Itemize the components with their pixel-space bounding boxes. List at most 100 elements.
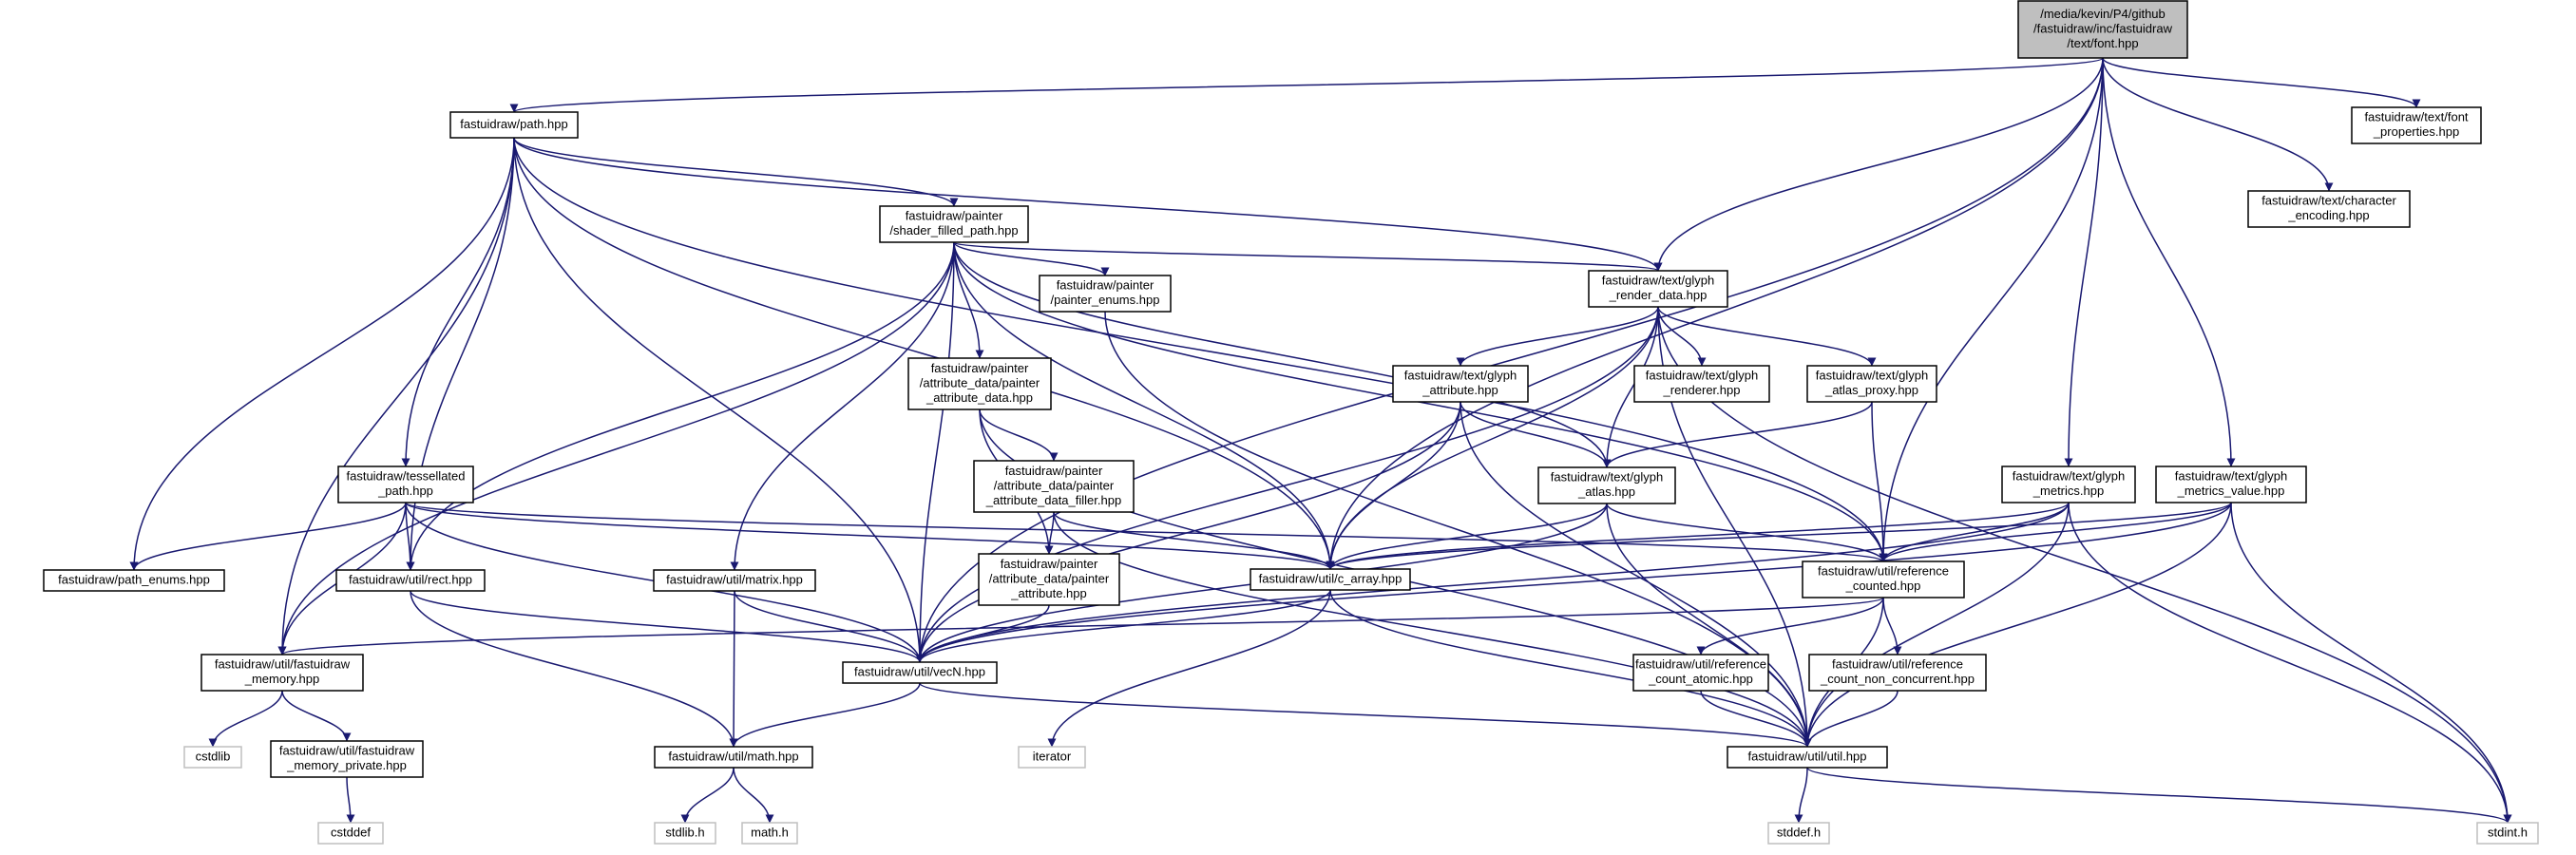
edge-glyph_metrics_value-to-ref_counted — [1879, 502, 2232, 562]
node-box — [200, 654, 364, 692]
node-glyph_metrics_value[interactable]: fastuidraw/text/glyph_metrics_value.hpp — [2155, 466, 2307, 504]
node-label: math.h — [751, 825, 789, 839]
edge-glyph_metrics_value-to-stdint_h — [2230, 502, 2512, 824]
node-label: /painter_enums.hpp — [1051, 293, 1160, 307]
edge-glyph_atlas_proxy-to-glyph_atlas — [1602, 401, 1873, 468]
node-label: fastuidraw/util/reference — [1818, 564, 1949, 579]
node-path_enums[interactable]: fastuidraw/path_enums.hpp — [43, 569, 225, 592]
edge-vecn-to-math — [729, 682, 921, 748]
node-label: _encoding.hpp — [2287, 208, 2369, 222]
edge-shader_filled-to-matrix — [730, 241, 955, 571]
node-label: _path.hpp — [377, 484, 433, 498]
node-cstddef: cstddef — [317, 822, 384, 845]
edge-util-to-stdint_h — [1806, 767, 2512, 824]
node-box — [1392, 365, 1529, 403]
node-label: _metrics.hpp — [2032, 484, 2104, 498]
edge-shader_filled-to-glyph_render — [953, 241, 1663, 272]
node-box — [2476, 822, 2539, 845]
node-box — [1802, 560, 1965, 598]
node-label: fastuidraw/util/reference — [1635, 657, 1766, 672]
edge-path-to-tess_path — [401, 137, 515, 467]
edge-rect-to-vecn — [410, 590, 925, 663]
edge-math-to-stdlib_h — [680, 767, 735, 824]
edge-glyph_render-to-stdint_h — [1657, 306, 2512, 824]
node-label: _count_atomic.hpp — [1648, 672, 1753, 686]
node-box — [741, 822, 798, 845]
node-box — [1039, 275, 1172, 313]
node-math[interactable]: fastuidraw/util/math.hpp — [654, 746, 813, 769]
node-box — [2155, 466, 2307, 504]
node-c_array[interactable]: fastuidraw/util/c_array.hpp — [1250, 568, 1411, 591]
edge-shader_filled-to-fd_memory — [277, 241, 955, 656]
node-box — [2351, 106, 2482, 144]
node-glyph_attr[interactable]: fastuidraw/text/glyph_attribute.hpp — [1392, 365, 1529, 403]
node-label: _memory_private.hpp — [286, 758, 407, 772]
edge-shader_filled-to-c_array — [953, 241, 1335, 570]
node-font_props[interactable]: fastuidraw/text/font_properties.hpp — [2351, 106, 2482, 144]
node-attr_data[interactable]: fastuidraw/painter/attribute_data/painte… — [907, 357, 1052, 410]
node-glyph_renderer[interactable]: fastuidraw/text/glyph_renderer.hpp — [1633, 365, 1770, 403]
node-glyph_render[interactable]: fastuidraw/text/glyph_render_data.hpp — [1588, 270, 1728, 308]
node-label: /media/kevin/P4/github — [2040, 7, 2166, 21]
node-stdint_h: stdint.h — [2476, 822, 2539, 845]
node-glyph_metrics[interactable]: fastuidraw/text/glyph_metrics.hpp — [2001, 466, 2136, 504]
node-rect[interactable]: fastuidraw/util/rect.hpp — [335, 569, 486, 592]
node-label: /attribute_data/painter — [994, 478, 1115, 492]
node-label: fastuidraw/text/glyph — [1602, 274, 1715, 288]
node-label: fastuidraw/painter — [931, 361, 1029, 375]
node-box — [842, 661, 998, 684]
node-box — [335, 569, 486, 592]
node-label: fastuidraw/text/font — [2364, 110, 2468, 124]
node-rc_atomic[interactable]: fastuidraw/util/reference_count_atomic.h… — [1632, 654, 1769, 692]
node-box — [1250, 568, 1411, 591]
edge-attr_filler-to-util — [1053, 511, 1812, 748]
node-rc_nonconc[interactable]: fastuidraw/util/reference_count_non_conc… — [1808, 654, 1987, 692]
edge-path-to-fd_memory — [277, 137, 515, 656]
node-box — [317, 822, 384, 845]
node-painter_enums[interactable]: fastuidraw/painter/painter_enums.hpp — [1039, 275, 1172, 313]
node-label: _metrics_value.hpp — [2177, 484, 2285, 498]
edge-glyph_render-to-vecn — [915, 306, 1659, 663]
node-char_enc[interactable]: fastuidraw/text/character_encoding.hpp — [2247, 190, 2411, 228]
edge-path-to-path_enums — [129, 137, 515, 571]
node-matrix[interactable]: fastuidraw/util/matrix.hpp — [653, 569, 816, 592]
node-box — [907, 357, 1052, 410]
node-label: fastuidraw/util/util.hpp — [1747, 749, 1866, 763]
edge-path-to-ref_counted — [513, 137, 1888, 562]
node-label: _count_non_concurrent.hpp — [1820, 672, 1975, 686]
node-label: fastuidraw/util/fastuidraw — [279, 744, 415, 758]
node-stddef_h: stddef.h — [1767, 822, 1830, 845]
node-fd_memory[interactable]: fastuidraw/util/fastuidraw_memory.hpp — [200, 654, 364, 692]
edge-root-to-char_enc — [2102, 57, 2334, 192]
node-vecn[interactable]: fastuidraw/util/vecN.hpp — [842, 661, 998, 684]
edge-attr_filler-to-c_array — [1053, 511, 1335, 570]
node-fd_mem_private[interactable]: fastuidraw/util/fastuidraw_memory_privat… — [270, 740, 424, 778]
node-glyph_atlas[interactable]: fastuidraw/text/glyph_atlas.hpp — [1537, 466, 1676, 504]
edge-root-to-glyph_render — [1653, 57, 2104, 272]
edge-root-to-c_array — [1326, 57, 2104, 570]
node-label: fastuidraw/text/glyph — [1551, 470, 1664, 484]
node-label: fastuidraw/util/math.hpp — [668, 749, 798, 763]
node-label: fastuidraw/text/character — [2261, 194, 2396, 208]
node-ref_counted[interactable]: fastuidraw/util/reference_counted.hpp — [1802, 560, 1965, 598]
node-label: fastuidraw/text/glyph — [1816, 369, 1929, 383]
node-box — [1633, 365, 1770, 403]
node-root[interactable]: /media/kevin/P4/github/fastuidraw/inc/fa… — [2017, 0, 2188, 59]
node-box — [1632, 654, 1769, 692]
edge-glyph_attr-to-c_array — [1326, 401, 1461, 570]
edge-glyph_render-to-glyph_atlas_proxy — [1657, 306, 1877, 367]
node-tess_path[interactable]: fastuidraw/tessellated_path.hpp — [337, 466, 474, 504]
edge-ref_counted-to-fd_memory — [278, 597, 1884, 656]
node-painter_attr[interactable]: fastuidraw/painter/attribute_data/painte… — [978, 553, 1120, 606]
node-glyph_atlas_proxy[interactable]: fastuidraw/text/glyph_atlas_proxy.hpp — [1806, 365, 1937, 403]
edge-painter_attr-to-vecn — [915, 604, 1050, 663]
node-util[interactable]: fastuidraw/util/util.hpp — [1727, 746, 1888, 769]
node-box — [1808, 654, 1987, 692]
node-path[interactable]: fastuidraw/path.hpp — [449, 111, 579, 139]
node-box — [653, 569, 816, 592]
node-box — [654, 822, 716, 845]
node-shader_filled[interactable]: fastuidraw/painter/shader_filled_path.hp… — [879, 205, 1029, 243]
edge-glyph_metrics-to-ref_counted — [1879, 502, 2070, 562]
node-attr_filler[interactable]: fastuidraw/painter/attribute_data/painte… — [973, 460, 1135, 513]
